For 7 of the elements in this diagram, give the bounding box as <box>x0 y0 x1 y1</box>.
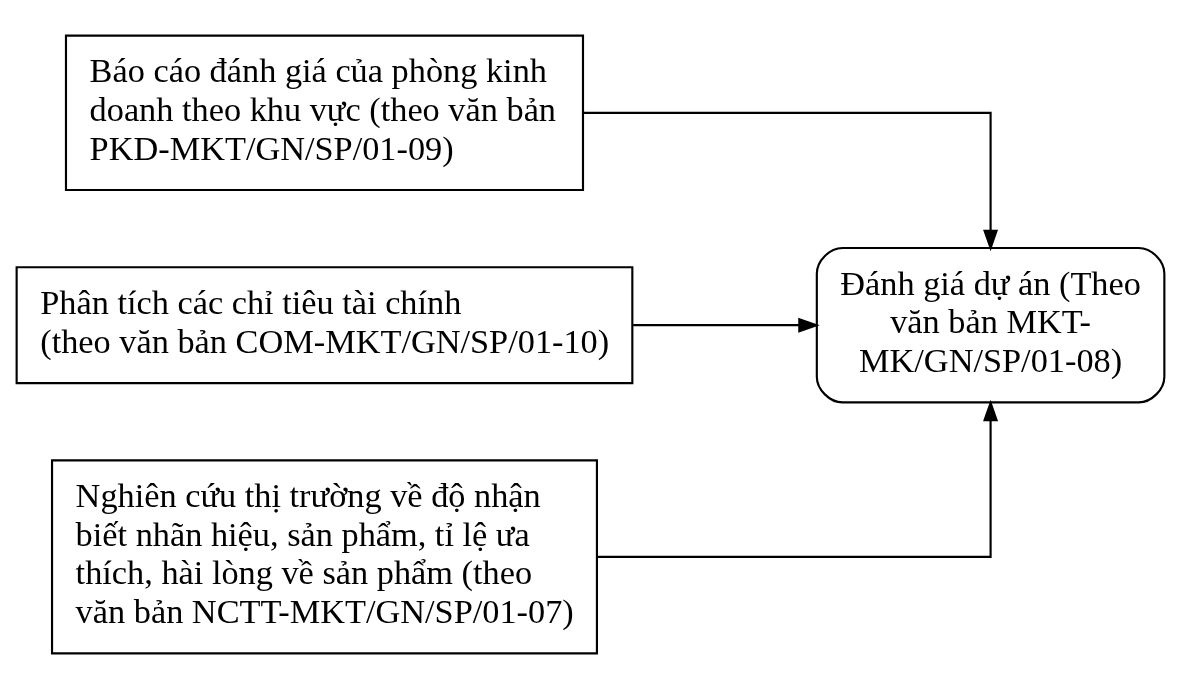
node-box: Báo cáo đánh giá của phòng kinh doanh theo khu vực (theo văn bản PKD-MKT/GN/SP/01-09) <box>64 34 585 191</box>
node-box: Đánh giá dự án (Theo văn bản MKT-MK/GN/SP/01-08) <box>815 246 1166 403</box>
node-box: Phân tích các chỉ tiêu tài chính (theo văn bản COM-MKT/GN/SP/01-10) <box>15 265 634 384</box>
arrow <box>633 317 820 333</box>
node-box: Nghiên cứu thị trường về độ nhận biết nhãn hiệu, sản phẩm, tỉ lệ ưa thích, hài lòng về sản phẩm (theo văn bản NCTT-MKT/GN/SP/01-07) <box>50 458 598 654</box>
arrow <box>597 399 999 558</box>
arrow <box>583 111 999 251</box>
